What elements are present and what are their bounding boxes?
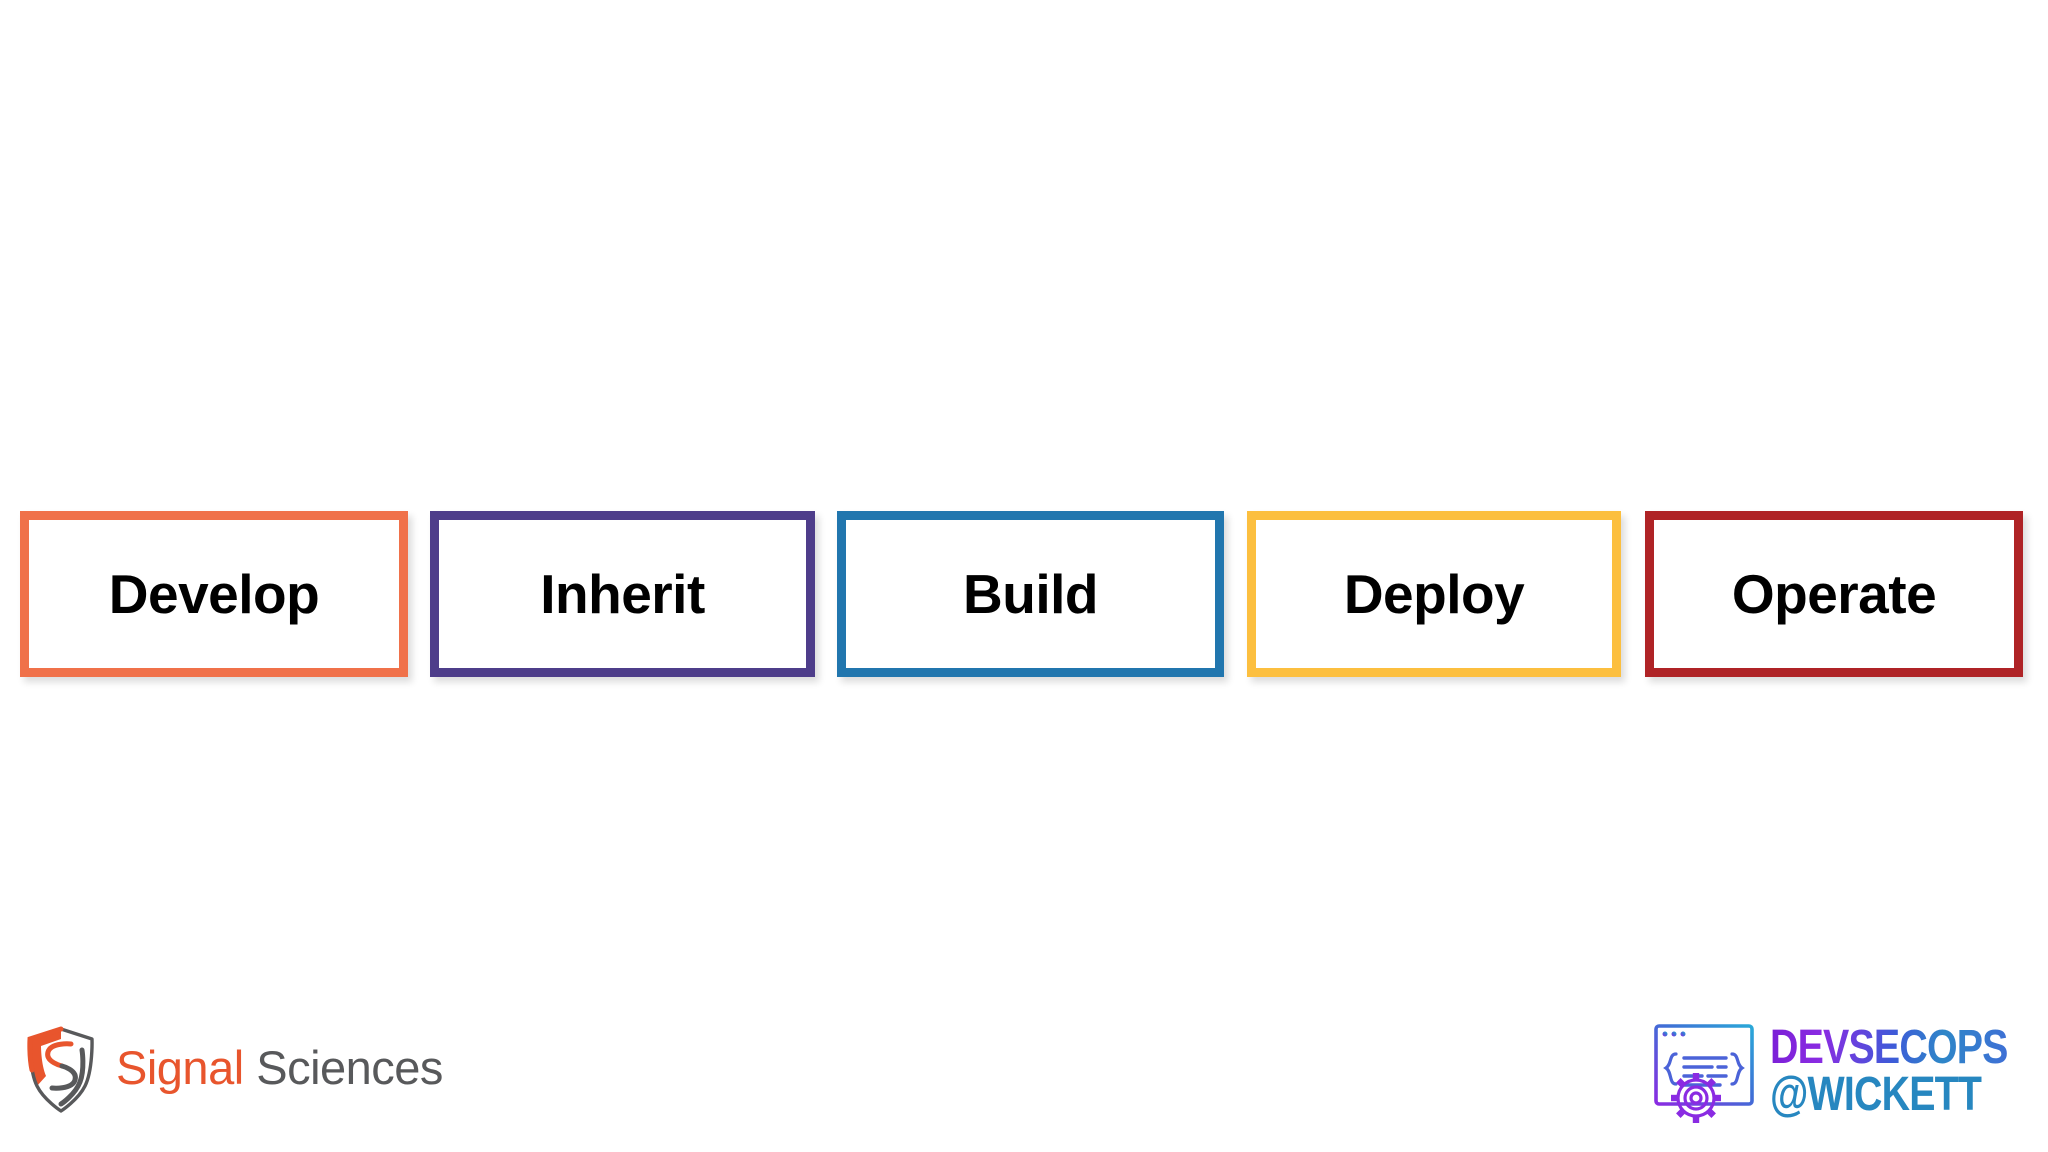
devsecops-wickett-logo: DEVSECOPS @WICKETT	[1652, 1000, 2008, 1140]
pipeline-stage-develop[interactable]: Develop	[20, 511, 408, 677]
code-window-gear-icon	[1654, 1024, 1754, 1123]
pipeline-stage-label: Inherit	[540, 562, 705, 625]
pipeline-stage-label: Deploy	[1343, 562, 1525, 625]
pipeline-stage-row: Develop Inherit Build Deploy Operate	[0, 511, 2048, 677]
signal-sciences-wordmark: Signal Sciences	[116, 1044, 443, 1097]
pipeline-stage-deploy[interactable]: Deploy	[1247, 511, 1621, 677]
pipeline-stage-label: Build	[963, 562, 1098, 625]
pipeline-stage-inherit[interactable]: Inherit	[430, 511, 815, 677]
signal-sciences-logo: Signal Sciences	[24, 1020, 443, 1120]
shield-icon	[27, 1026, 94, 1113]
pipeline-stage-label: Operate	[1731, 562, 1937, 625]
pipeline-stage-label: Develop	[108, 562, 320, 625]
pipeline-stage-build[interactable]: Build	[837, 511, 1224, 677]
signal-sciences-word-signal: Signal	[116, 1040, 244, 1094]
signal-sciences-word-sciences: Sciences	[256, 1040, 443, 1094]
pipeline-stage-operate[interactable]: Operate	[1645, 511, 2023, 677]
devsecops-wordmark: DEVSECOPS @WICKETT	[1770, 1020, 2048, 1121]
devsecops-wordmark-line-1: DEVSECOPS	[1770, 1020, 2008, 1074]
devsecops-wordmark-line-2: @WICKETT	[1770, 1068, 1982, 1121]
